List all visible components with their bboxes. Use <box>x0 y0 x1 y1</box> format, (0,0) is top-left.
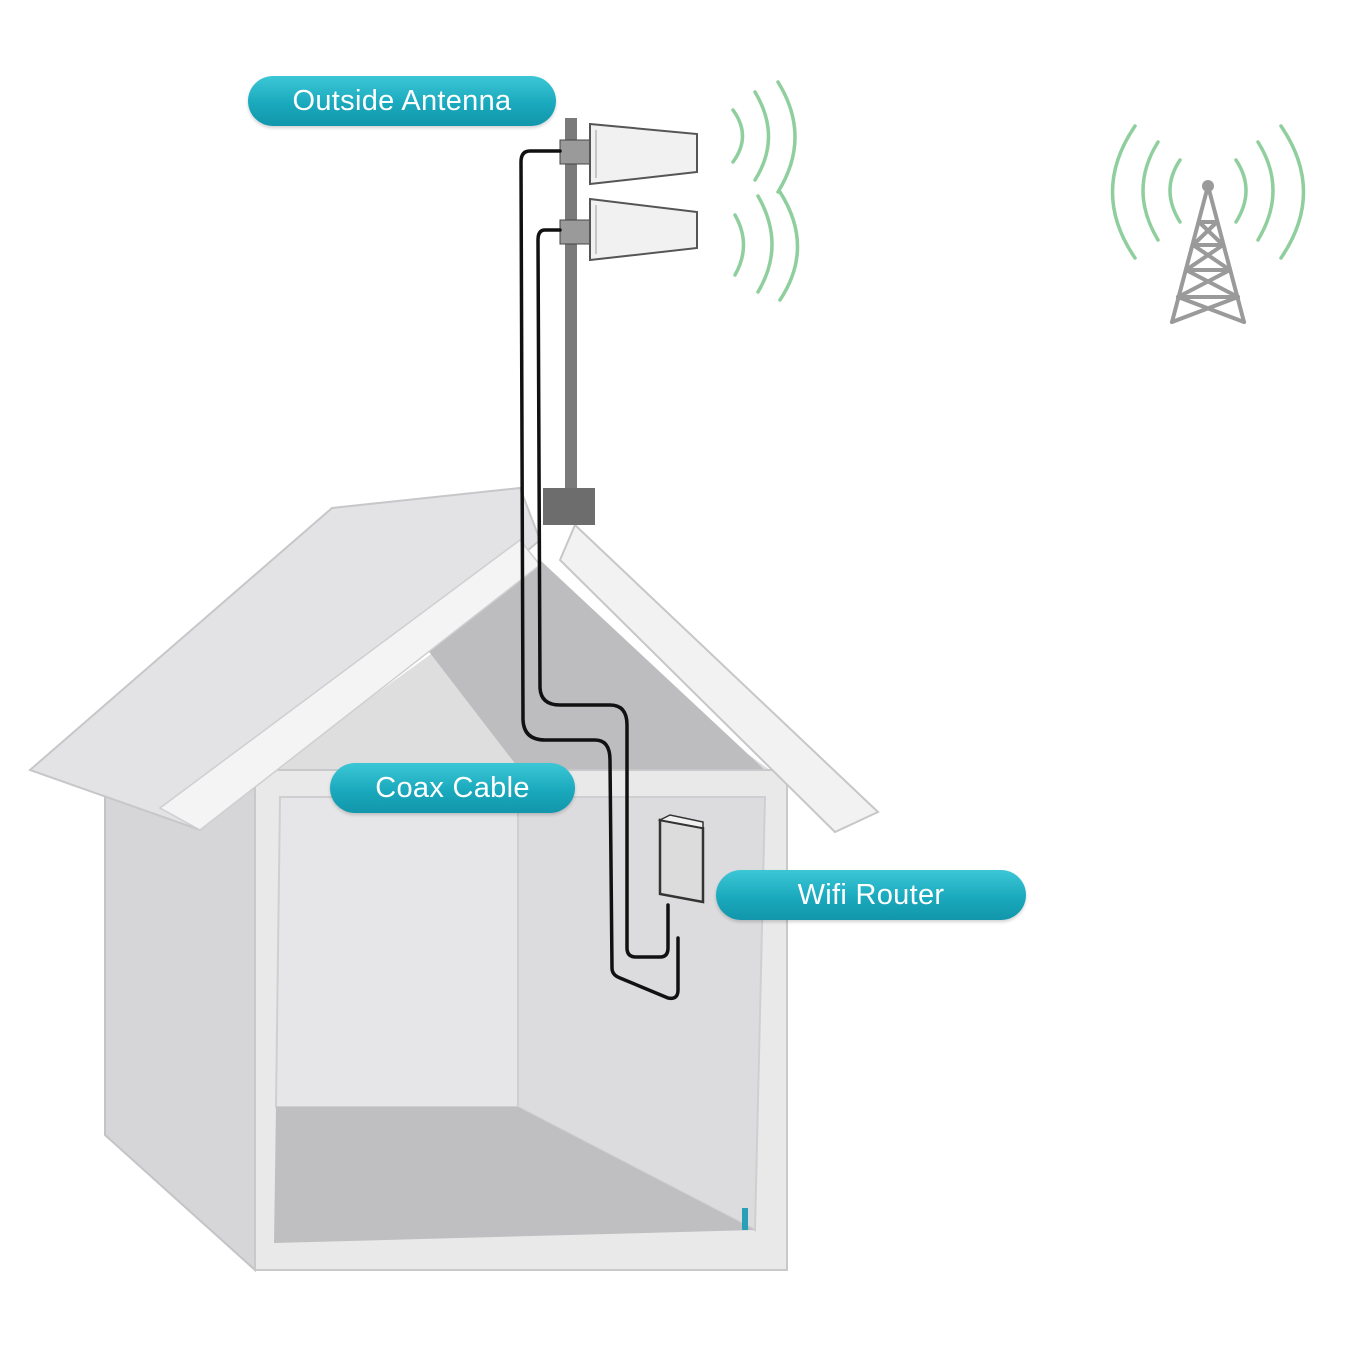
room-back-wall <box>274 796 519 1108</box>
antenna-upper <box>589 122 698 186</box>
coax-cable-label: Coax Cable <box>330 763 575 813</box>
wifi-router-icon <box>657 814 705 904</box>
antenna-mast <box>543 118 595 525</box>
wifi-router-label: Wifi Router <box>716 870 1026 920</box>
coax-cable <box>519 149 680 1001</box>
roof-left <box>28 486 542 832</box>
panel-antenna-icon <box>559 122 698 262</box>
cell-tower-icon <box>1110 124 1306 324</box>
mast-base <box>543 488 595 525</box>
roof-right <box>558 523 880 834</box>
mast-pole <box>565 118 577 493</box>
outside-antenna-label: Outside Antenna <box>248 76 556 126</box>
house <box>28 486 880 1273</box>
attic-shadow <box>420 560 765 770</box>
antenna-signal-waves <box>731 80 800 302</box>
floor-marker <box>742 1208 748 1230</box>
room-floor <box>274 1107 755 1243</box>
house-left-wall <box>104 773 256 1273</box>
antenna-lower <box>589 197 698 262</box>
